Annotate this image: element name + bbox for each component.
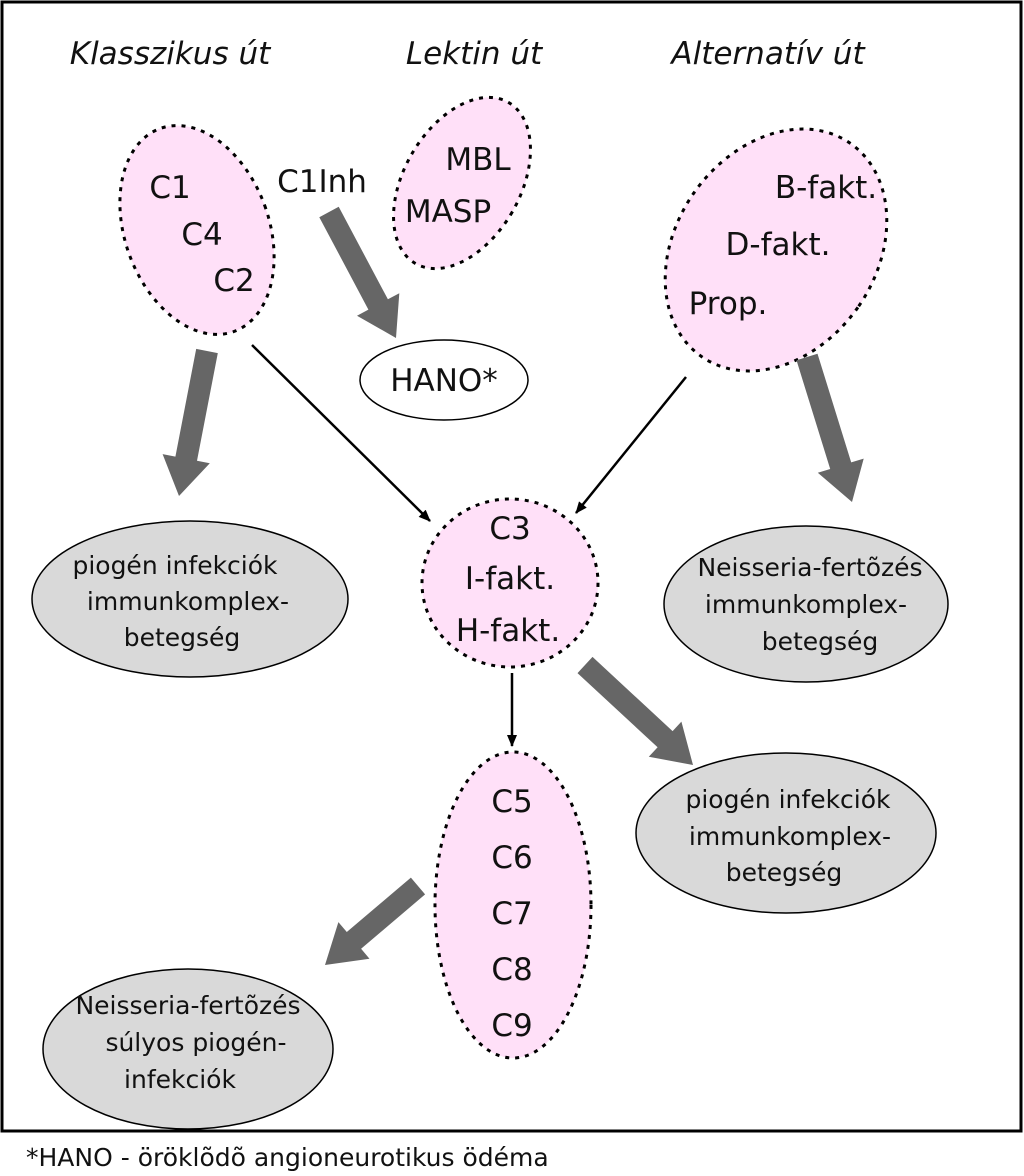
disease-c3-node bbox=[635, 752, 937, 914]
disease-alternative-node bbox=[663, 525, 949, 683]
disease-classical-line-2: immunkomplex- bbox=[87, 587, 289, 616]
disease-c3-line-3: betegség bbox=[726, 858, 843, 887]
block-arrow-terminal-to-disease bbox=[325, 877, 426, 965]
arrow-alternative-to-c3 bbox=[575, 376, 687, 514]
block-arrow-c3-to-disease bbox=[577, 656, 693, 765]
block-arrow-alternative-to-disease bbox=[796, 353, 864, 502]
component-c5: C5 bbox=[491, 784, 532, 820]
component-mbl: MBL bbox=[445, 142, 511, 178]
disease-terminal-line-1: Neisseria-fertõzés bbox=[75, 991, 300, 1020]
component-properdin: Prop. bbox=[689, 286, 768, 322]
disease-classical-node bbox=[31, 520, 349, 678]
disease-classical-line-3: betegség bbox=[124, 623, 241, 652]
hano-label: HANO* bbox=[390, 363, 498, 399]
hano-node bbox=[359, 339, 529, 421]
disease-terminal-line-3: infekciók bbox=[124, 1065, 236, 1094]
arrow-classical-to-c3 bbox=[251, 344, 431, 522]
header-classical-pathway: Klasszikus út bbox=[70, 36, 272, 72]
component-c3: C3 bbox=[489, 511, 530, 547]
component-c2: C2 bbox=[213, 263, 254, 299]
component-i-factor: I-fakt. bbox=[465, 561, 555, 597]
component-masp: MASP bbox=[405, 194, 491, 230]
disease-classical-line-1: piogén infekciók bbox=[72, 551, 278, 580]
disease-c3-line-2: immunkomplex- bbox=[689, 822, 891, 851]
lectin-pathway-group bbox=[392, 95, 532, 271]
component-c8: C8 bbox=[491, 952, 532, 988]
header-alternative-pathway: Alternatív út bbox=[669, 36, 866, 72]
footnote: *HANO - öröklõdõ angioneurotikus ödéma bbox=[26, 1143, 549, 1172]
disease-alternative-line-3: betegség bbox=[762, 627, 879, 656]
classical-pathway-group bbox=[118, 124, 276, 336]
block-arrow-c1inh-to-hano bbox=[319, 206, 400, 338]
component-c7: C7 bbox=[491, 896, 532, 932]
block-arrow-classical-to-disease bbox=[162, 348, 218, 496]
component-h-factor: H-fakt. bbox=[456, 613, 560, 649]
component-c4: C4 bbox=[181, 217, 222, 253]
disease-terminal-node bbox=[42, 968, 334, 1130]
c3-group bbox=[420, 497, 600, 669]
component-d-factor: D-fakt. bbox=[726, 227, 831, 263]
disease-alternative-line-1: Neisseria-fertõzés bbox=[697, 553, 922, 582]
alternative-pathway-group bbox=[663, 127, 889, 373]
block-arrows bbox=[162, 206, 864, 965]
component-b-factor: B-fakt. bbox=[775, 170, 877, 206]
disease-alternative-line-2: immunkomplex- bbox=[705, 590, 907, 619]
disease-c3-line-1: piogén infekciók bbox=[685, 785, 891, 814]
component-c1: C1 bbox=[149, 170, 190, 206]
component-c6: C6 bbox=[491, 840, 532, 876]
c1-inhibitor-label: C1Inh bbox=[277, 164, 367, 200]
terminal-complement-group bbox=[433, 750, 593, 1060]
header-lectin-pathway: Lektin út bbox=[406, 36, 544, 72]
disease-terminal-line-2: súlyos piogén- bbox=[105, 1028, 286, 1057]
component-c9: C9 bbox=[491, 1008, 532, 1044]
